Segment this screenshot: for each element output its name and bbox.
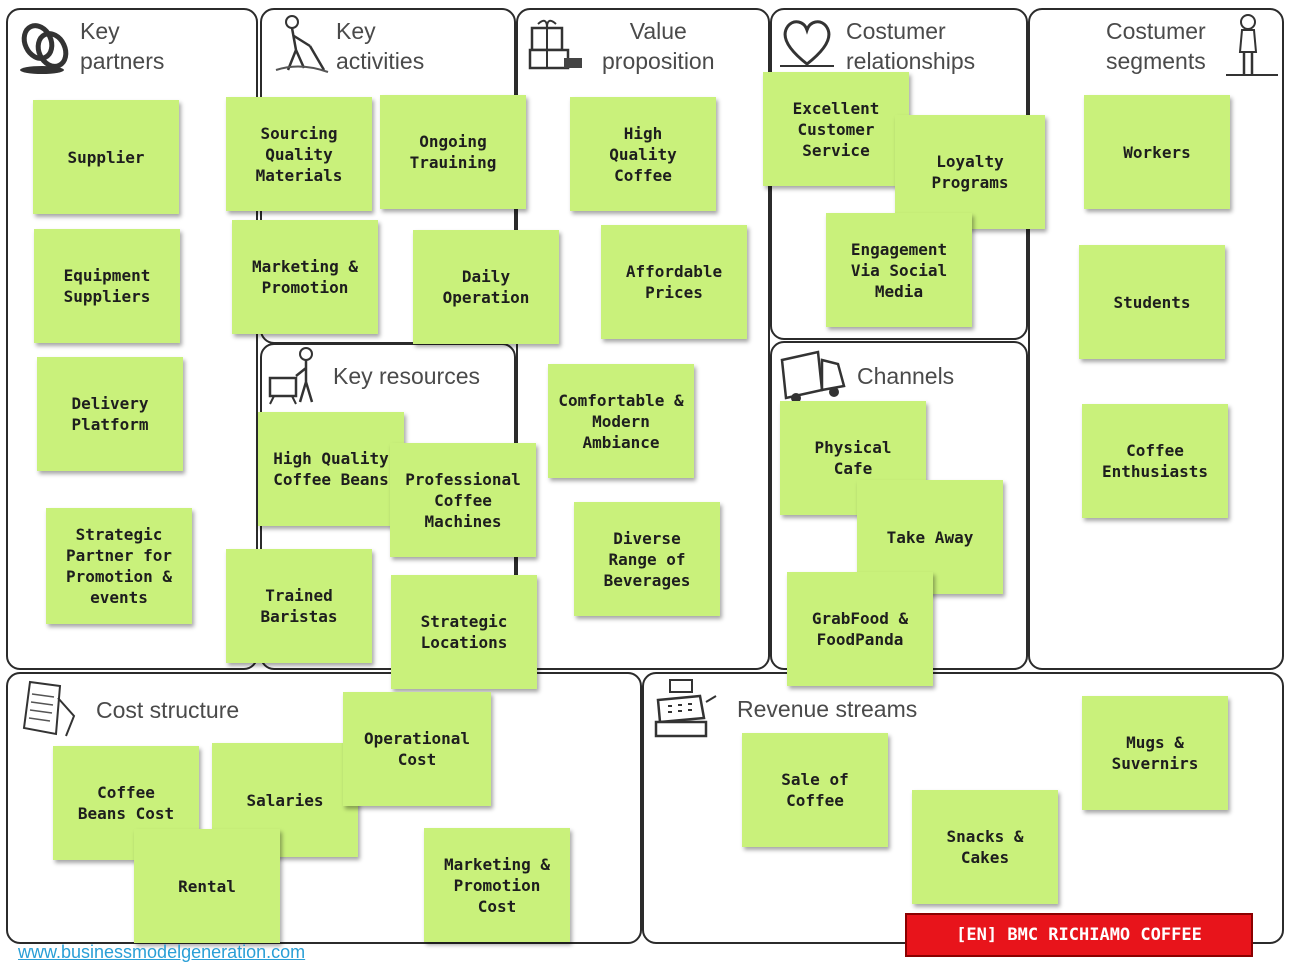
footer-link[interactable]: www.businessmodelgeneration.com xyxy=(18,942,306,962)
note-professional-coffee-machines: Professional Coffee Machines xyxy=(390,443,536,557)
note-comfortable-modern-ambiance: Comfortable & Modern Ambiance xyxy=(548,364,694,478)
channels-title: Channels xyxy=(857,363,955,389)
key-partners-title: Key partners xyxy=(80,18,165,74)
note-grabfood-foodpanda: GrabFood & FoodPanda xyxy=(787,572,933,686)
note-high-quality-coffee-beans: High Quality Coffee Beans xyxy=(258,412,404,526)
receipt-icon xyxy=(18,678,78,740)
note-affordable-prices: Affordable Prices xyxy=(601,225,747,339)
note-students: Students xyxy=(1079,245,1225,359)
revenue-streams-title: Revenue streams xyxy=(737,696,918,722)
note-daily-operation: Daily Operation xyxy=(413,230,559,344)
note-sale-of-coffee: Sale of Coffee xyxy=(742,733,888,847)
cost-structure-title: Cost structure xyxy=(96,697,240,723)
note-marketing-promotion-cost: Marketing & Promotion Cost xyxy=(424,828,570,942)
person-standing-icon xyxy=(1222,12,1280,78)
note-marketing-promotion: Marketing & Promotion xyxy=(232,220,378,334)
key-activities-title: Key activities xyxy=(336,18,425,74)
note-coffee-enthusiasts: Coffee Enthusiasts xyxy=(1082,404,1228,518)
note-salaries: Salaries xyxy=(212,743,358,857)
worker-sweeping-icon xyxy=(266,12,332,76)
note-strategic-locations: Strategic Locations xyxy=(391,575,537,689)
note-sourcing-quality-materials: Sourcing Quality Materials xyxy=(226,97,372,211)
cash-register-icon xyxy=(650,676,720,740)
note-workers: Workers xyxy=(1084,95,1230,209)
note-snacks-cakes: Snacks & Cakes xyxy=(912,790,1058,904)
key-resources-title: Key resources xyxy=(333,363,481,389)
note-trained-baristas: Trained Baristas xyxy=(226,549,372,663)
delivery-truck-icon xyxy=(778,346,850,408)
note-high-quality-coffee: High Quality Coffee xyxy=(570,97,716,211)
note-equipment-suppliers: Equipment Suppliers xyxy=(34,229,180,343)
note-strategic-partner: Strategic Partner for Promotion & events xyxy=(46,508,192,624)
heart-icon xyxy=(778,16,836,70)
chain-link-icon xyxy=(18,18,74,76)
customer-relationships-title: Costumer relationships xyxy=(846,18,976,74)
value-proposition-title: Value proposition xyxy=(602,18,715,74)
note-diverse-range-beverages: Diverse Range of Beverages xyxy=(574,502,720,616)
note-operational-cost: Operational Cost xyxy=(343,692,491,806)
note-delivery-platform: Delivery Platform xyxy=(37,357,183,471)
note-engagement-social-media: Engagement Via Social Media xyxy=(826,213,972,327)
customer-segments-title: Costumer segments xyxy=(1106,18,1206,74)
note-loyalty-programs: Loyalty Programs xyxy=(895,115,1045,229)
note-excellent-customer-service: Excellent Customer Service xyxy=(763,72,909,186)
note-rental: Rental xyxy=(134,829,280,943)
gift-box-icon xyxy=(524,14,586,76)
note-supplier: Supplier xyxy=(33,100,179,214)
note-ongoing-training: Ongoing Trauining xyxy=(380,95,526,209)
note-mugs-souvenirs: Mugs & Suvernirs xyxy=(1082,696,1228,810)
person-with-crate-icon xyxy=(266,346,328,408)
title-badge: [EN] BMC RICHIAMO COFFEE xyxy=(905,913,1253,957)
